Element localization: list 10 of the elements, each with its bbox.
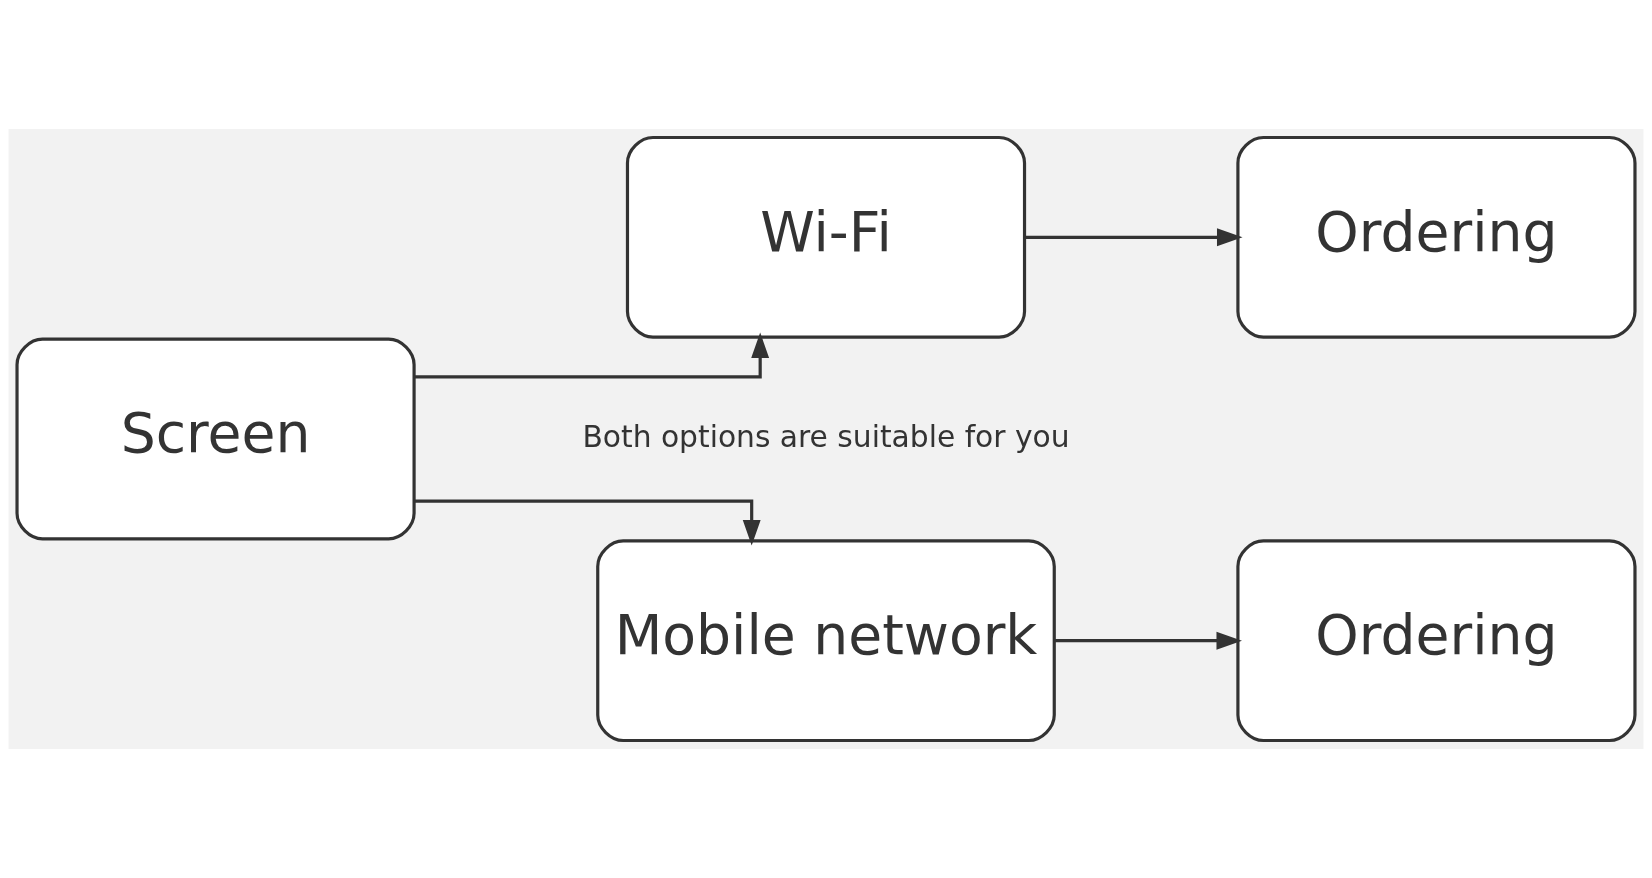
node-box: Wi-Fi	[625, 135, 1027, 339]
node-box: Ordering	[1236, 539, 1637, 743]
label: Both options are suitable for you	[582, 418, 1070, 454]
arrow	[414, 499, 761, 546]
arrow	[1055, 631, 1242, 650]
arrow	[414, 332, 770, 379]
node-box: Ordering	[1236, 135, 1637, 339]
arrow	[1025, 228, 1243, 247]
node-box: Mobile network	[596, 539, 1056, 743]
node-box: Screen	[15, 337, 416, 541]
